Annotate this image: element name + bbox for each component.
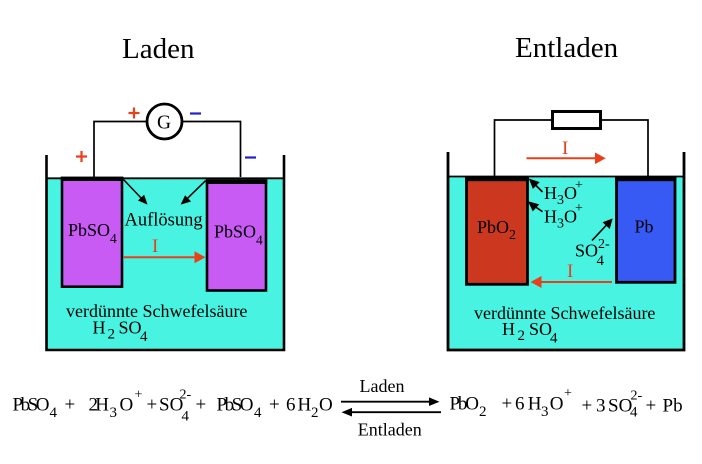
svg-text:6: 6 [286, 395, 296, 416]
svg-text:+: + [65, 395, 76, 416]
svg-text:PbSO: PbSO [217, 395, 254, 416]
svg-text:O: O [319, 395, 333, 416]
svg-text:+: + [196, 395, 207, 416]
svg-text:2-: 2- [631, 389, 643, 404]
svg-text:2: 2 [479, 404, 487, 420]
svg-text:Auflösung: Auflösung [125, 211, 203, 231]
svg-text:4: 4 [254, 405, 262, 421]
svg-text:3: 3 [596, 396, 606, 417]
svg-text:PbO: PbO [450, 394, 480, 415]
svg-text:Entladen: Entladen [515, 32, 619, 64]
svg-text:4: 4 [550, 331, 558, 347]
svg-text:2: 2 [518, 328, 526, 344]
svg-text:H: H [528, 394, 542, 415]
svg-text:verdünnte Schwefelsäure: verdünnte Schwefelsäure [66, 301, 247, 321]
svg-text:H: H [298, 395, 312, 416]
svg-text:I: I [152, 236, 158, 257]
svg-text:H: H [502, 319, 515, 339]
svg-text:Laden: Laden [122, 33, 195, 65]
svg-text:+: + [646, 396, 657, 417]
svg-text:+: + [269, 395, 280, 416]
svg-text:+: + [502, 394, 513, 415]
svg-text:PbSO: PbSO [13, 395, 50, 416]
svg-text:2: 2 [108, 327, 116, 343]
svg-text:Pb: Pb [663, 396, 683, 417]
svg-text:+: + [135, 388, 143, 403]
svg-text:3: 3 [110, 405, 118, 421]
svg-text:Pb: Pb [635, 217, 654, 237]
svg-text:H: H [93, 318, 106, 338]
svg-text:I: I [567, 261, 573, 282]
svg-text:4: 4 [597, 253, 605, 269]
svg-text:2-: 2- [598, 237, 610, 252]
svg-text:I: I [562, 138, 568, 159]
svg-text:4: 4 [630, 405, 638, 421]
svg-text:3: 3 [541, 404, 549, 420]
svg-text:Laden: Laden [360, 376, 405, 396]
svg-text:H3O+: H3O+ [544, 201, 583, 232]
svg-text:G: G [157, 112, 171, 133]
svg-text:2: 2 [311, 405, 319, 421]
svg-text:SO: SO [529, 319, 552, 339]
svg-text:SO: SO [575, 241, 598, 261]
svg-text:Entladen: Entladen [358, 420, 422, 440]
svg-text:2H: 2H [89, 395, 110, 416]
svg-text:O: O [120, 395, 134, 416]
svg-text:4: 4 [182, 409, 190, 425]
svg-text:+: + [147, 395, 158, 416]
svg-text:O: O [550, 394, 564, 415]
svg-text:+: + [564, 386, 572, 401]
svg-text:SO: SO [159, 395, 183, 416]
svg-text:verdünnte Schwefelsäure: verdünnte Schwefelsäure [474, 303, 655, 323]
svg-text:4: 4 [50, 405, 58, 421]
svg-text:2-: 2- [180, 388, 192, 403]
svg-text:SO: SO [119, 318, 142, 338]
svg-text:4: 4 [140, 329, 148, 345]
svg-text:+: + [582, 396, 593, 417]
svg-text:6: 6 [515, 394, 525, 415]
svg-text:SO: SO [608, 396, 632, 417]
